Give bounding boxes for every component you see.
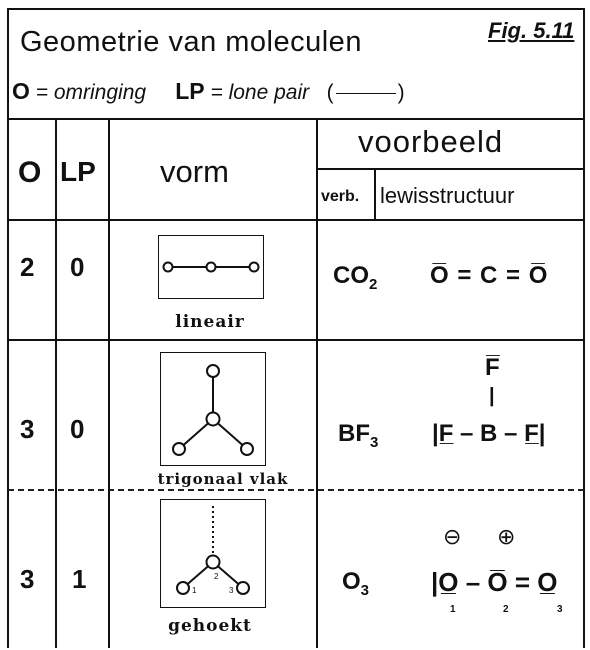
col-divider-lp (108, 118, 110, 648)
figure-label: Fig. 5.11 (488, 18, 575, 43)
row2-o: 3 (20, 414, 35, 444)
trigonal-shape-diagram (160, 352, 266, 466)
shape-number-1: 1 (192, 586, 197, 595)
row1-o: 2 (20, 252, 35, 282)
positive-charge-icon: ⊕ (497, 524, 516, 549)
subheader-divider (318, 168, 584, 170)
header-o: O (18, 156, 42, 189)
row2-lewis-structure: |F̲ – B – F̲| (432, 420, 546, 447)
legend-lp-open: ( (326, 81, 334, 104)
row2-compound: BF3 (338, 420, 379, 451)
row3-lp: 1 (72, 564, 87, 594)
header-bottom-line (8, 219, 584, 221)
atom-number-2: 2 (503, 604, 509, 615)
row-divider-2 (8, 489, 584, 491)
row3-shape-caption: gehoekt (168, 616, 252, 636)
col-divider-o (55, 118, 57, 648)
row1-compound: CO2 (333, 262, 378, 293)
row-divider-1 (8, 339, 584, 341)
header-lewis: lewisstructuur (380, 183, 515, 208)
table-frame (7, 8, 585, 648)
lone-pair-line (335, 92, 396, 94)
row1-lp: 0 (70, 252, 85, 282)
row2-lewis-bond: | (489, 385, 495, 407)
legend-lp-text: = lone pair (210, 81, 310, 104)
legend-o-text: = omringing (35, 81, 147, 104)
shape-number-3: 3 (229, 586, 234, 595)
linear-shape-diagram (158, 235, 264, 299)
negative-charge-icon: ⊖ (443, 524, 462, 549)
trigonal-planar-molecule-icon (172, 364, 254, 456)
header-verb: verb. (321, 188, 360, 205)
row3-lewis-structure: |O̲ – O̅ = O̲ (431, 567, 558, 597)
row2-shape-caption: trigonaal vlak (157, 470, 289, 488)
row2-lp: 0 (70, 414, 85, 444)
legend: O = omringing LP = lone pair () (12, 78, 405, 105)
header-divider (8, 118, 584, 120)
row1-shape-caption: lineair (175, 312, 245, 332)
atom-number-3: 3 (557, 604, 563, 615)
header-lp: LP (60, 156, 96, 187)
legend-lp-close: ) (397, 81, 405, 104)
legend-o-key: O (12, 78, 30, 104)
bent-shape-diagram: 1 2 3 (160, 499, 266, 608)
header-vorm: vorm (160, 154, 229, 189)
row3-compound: O3 (342, 568, 370, 599)
col-divider-verb (374, 170, 376, 220)
atom-number-1: 1 (450, 604, 456, 615)
header-voorbeeld: voorbeeld (358, 124, 504, 159)
row3-o: 3 (20, 564, 35, 594)
bent-molecule-icon (176, 506, 250, 595)
shape-number-2: 2 (214, 572, 219, 581)
col-divider-vorm (316, 118, 318, 648)
legend-lp-key: LP (175, 78, 205, 104)
page-title: Geometrie van moleculen (20, 26, 362, 58)
linear-molecule-icon (162, 261, 260, 273)
row1-lewis-structure: O̅ = C = O̅ (430, 262, 549, 289)
row2-lewis-top-atom: F̅ (485, 354, 500, 381)
